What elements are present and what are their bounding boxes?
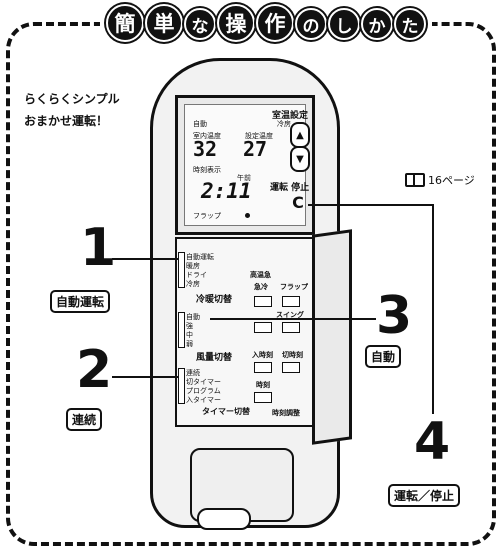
lcd-clock-label: 時刻表示 — [193, 166, 221, 174]
temp-set-label: 室温設定 — [272, 111, 309, 121]
callout-label-1: 自動運転 — [50, 290, 111, 313]
timer-switch-title: タイマー切替 — [202, 407, 250, 416]
callout-label-4: 運転／停止 — [388, 484, 461, 507]
title-char: の — [295, 8, 327, 40]
lcd-set-temp-value: 27 — [243, 137, 268, 161]
callout-line-2 — [112, 376, 178, 378]
run-stop-button[interactable]: C — [292, 192, 304, 212]
title-char: 操 — [217, 4, 255, 42]
battery-slot — [197, 508, 251, 530]
lcd-room-temp-value: 32 — [193, 137, 218, 161]
callout-line-1 — [112, 258, 178, 260]
time-label: 時刻 — [256, 381, 270, 389]
intro-line: らくらくシンプル — [24, 92, 120, 106]
timer-option: 切タイマー — [186, 378, 221, 386]
page-title: 簡 単 な 操 作 の し か た — [100, 4, 432, 42]
fan-option: 中 — [186, 331, 193, 339]
fan-switch-title: 風量切替 — [196, 353, 233, 363]
callout-line-3 — [210, 318, 376, 320]
lcd-room-temp-label: 室内温度 — [193, 132, 221, 140]
callout-number-2: 2 — [76, 340, 113, 400]
title-char: 作 — [256, 4, 294, 42]
time-change-label: 時刻調整 — [272, 409, 300, 417]
mode-option: ドライ — [186, 271, 207, 279]
fan-option: 弱 — [186, 340, 193, 348]
book-pointer-icon — [405, 173, 425, 187]
on-time-label: 入時刻 — [252, 351, 273, 359]
lcd-cool-label: 冷房 — [277, 120, 291, 128]
callout-label-3: 自動 — [365, 345, 402, 368]
flap-button[interactable] — [282, 296, 300, 307]
lcd-set-temp-label: 設定温度 — [245, 132, 273, 140]
lcd-mode-label: 自動 — [193, 120, 207, 128]
quick-cool-label: 急冷 — [254, 283, 268, 291]
mode-switch-title: 冷暖切替 — [196, 295, 233, 305]
mode-option: 暖房 — [186, 262, 200, 270]
title-char: か — [361, 8, 393, 40]
lcd-clock-value: 2:11 — [201, 179, 252, 203]
fan-option: 自動 — [186, 313, 200, 321]
timer-option: 連続 — [186, 369, 200, 377]
swing-left-button[interactable] — [254, 322, 272, 333]
swing-button[interactable] — [282, 322, 300, 333]
on-time-button[interactable] — [254, 362, 272, 373]
callout-label-2: 連続 — [66, 408, 103, 431]
run-stop-label: 運転 停止 — [270, 183, 310, 193]
timer-option: 入タイマー — [186, 396, 221, 404]
lcd-flap-label: フラップ — [193, 212, 221, 220]
temp-down-button[interactable]: ▼ — [290, 146, 310, 172]
mode-option: 自動運転 — [186, 253, 214, 261]
lcd-indicator-dot — [245, 213, 250, 218]
intro-text: らくらくシンプル おまかせ運転！ — [24, 88, 120, 132]
callout-line-4b — [432, 204, 434, 414]
title-char: な — [184, 8, 216, 40]
flap-label: フラップ — [280, 283, 308, 291]
mode-switch[interactable] — [178, 252, 185, 288]
timer-switch[interactable] — [178, 368, 185, 404]
lcd-am-pm-label: 午前 — [237, 174, 251, 182]
title-char: し — [328, 8, 360, 40]
title-char: 簡 — [106, 4, 144, 42]
time-button[interactable] — [254, 392, 272, 403]
callout-number-1: 1 — [80, 218, 117, 278]
page-ref-text: 16ページ — [428, 174, 475, 187]
page-reference[interactable]: 16ページ — [405, 172, 475, 188]
title-char: た — [394, 8, 426, 40]
mode-option: 冷房 — [186, 280, 200, 288]
open-cover-lid — [312, 229, 352, 445]
timer-option: プログラム — [186, 387, 221, 395]
off-time-label: 切時刻 — [282, 351, 303, 359]
fan-switch[interactable] — [178, 312, 185, 348]
off-time-button[interactable] — [282, 362, 300, 373]
swing-label: スイング — [276, 311, 304, 319]
high-power-label: 高温急 — [250, 271, 271, 279]
callout-line-4a — [308, 204, 434, 206]
intro-line: おまかせ運転！ — [24, 114, 109, 128]
fan-option: 強 — [186, 322, 193, 330]
quick-cool-button[interactable] — [254, 296, 272, 307]
callout-number-4: 4 — [414, 412, 451, 472]
temp-up-button[interactable]: ▲ — [290, 122, 310, 148]
title-char: 単 — [145, 4, 183, 42]
lcd-display: 自動 冷房 室内温度 設定温度 32 27 時刻表示 午前 2:11 フラップ — [175, 95, 315, 235]
callout-number-3: 3 — [376, 286, 413, 346]
